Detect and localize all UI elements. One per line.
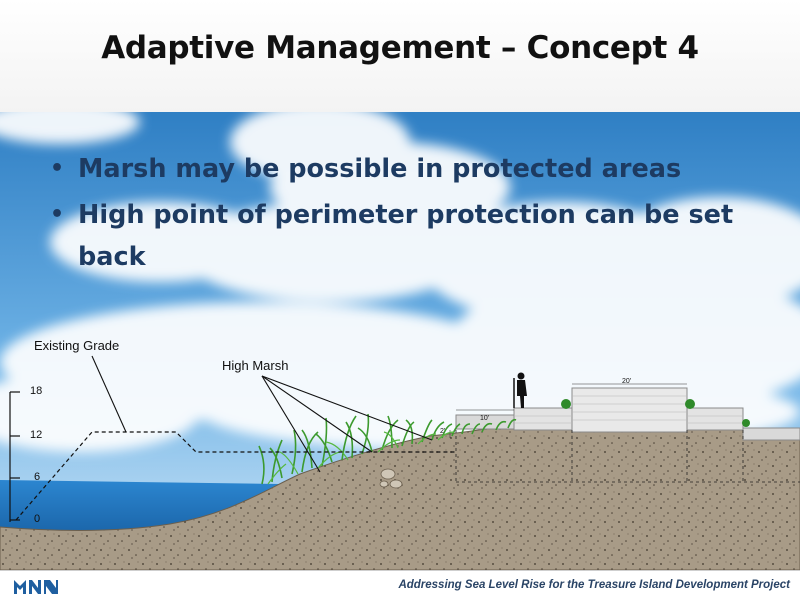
label-high-marsh: High Marsh bbox=[222, 358, 289, 373]
bullet-dot-icon: • bbox=[50, 156, 65, 181]
footer-project-title: Addressing Sea Level Rise for the Treasu… bbox=[398, 579, 790, 591]
diagram-scene bbox=[0, 112, 800, 570]
elevation-tick-0: 0 bbox=[34, 513, 41, 525]
bullet-item: • High point of perimeter protection can … bbox=[48, 194, 768, 278]
footer-bar: Addressing Sea Level Rise for the Treasu… bbox=[0, 570, 800, 601]
scene-illustration bbox=[0, 112, 800, 570]
clouds bbox=[0, 112, 800, 452]
elevation-scale bbox=[9, 391, 20, 522]
levee-structures bbox=[449, 372, 800, 483]
elevation-tick-18: 18 bbox=[30, 385, 43, 397]
slide-title: Adaptive Management – Concept 4 bbox=[101, 30, 699, 66]
rocks bbox=[379, 468, 403, 489]
elevation-tick-12: 12 bbox=[30, 429, 43, 441]
bullet-text: High point of perimeter protection can b… bbox=[78, 200, 734, 272]
bullet-list: • Marsh may be possible in protected area… bbox=[48, 148, 768, 282]
dimension-10ft: 10' bbox=[480, 415, 490, 422]
marsh-grass bbox=[258, 413, 517, 485]
person-silhouette bbox=[513, 372, 527, 408]
mn-logo-icon bbox=[14, 580, 58, 594]
bullet-text: Marsh may be possible in protected areas bbox=[78, 154, 682, 184]
dimension-2ft: 2' bbox=[440, 428, 446, 435]
title-bar: Adaptive Management – Concept 4 bbox=[0, 0, 800, 113]
bullet-item: • Marsh may be possible in protected area… bbox=[48, 148, 768, 190]
existing-grade-line bbox=[15, 431, 456, 521]
leader-lines bbox=[91, 355, 433, 473]
label-existing-grade: Existing Grade bbox=[34, 338, 120, 353]
dimension-20ft: 20' bbox=[622, 378, 632, 385]
bullet-dot-icon: • bbox=[50, 202, 65, 227]
elevation-tick-6: 6 bbox=[34, 471, 41, 483]
